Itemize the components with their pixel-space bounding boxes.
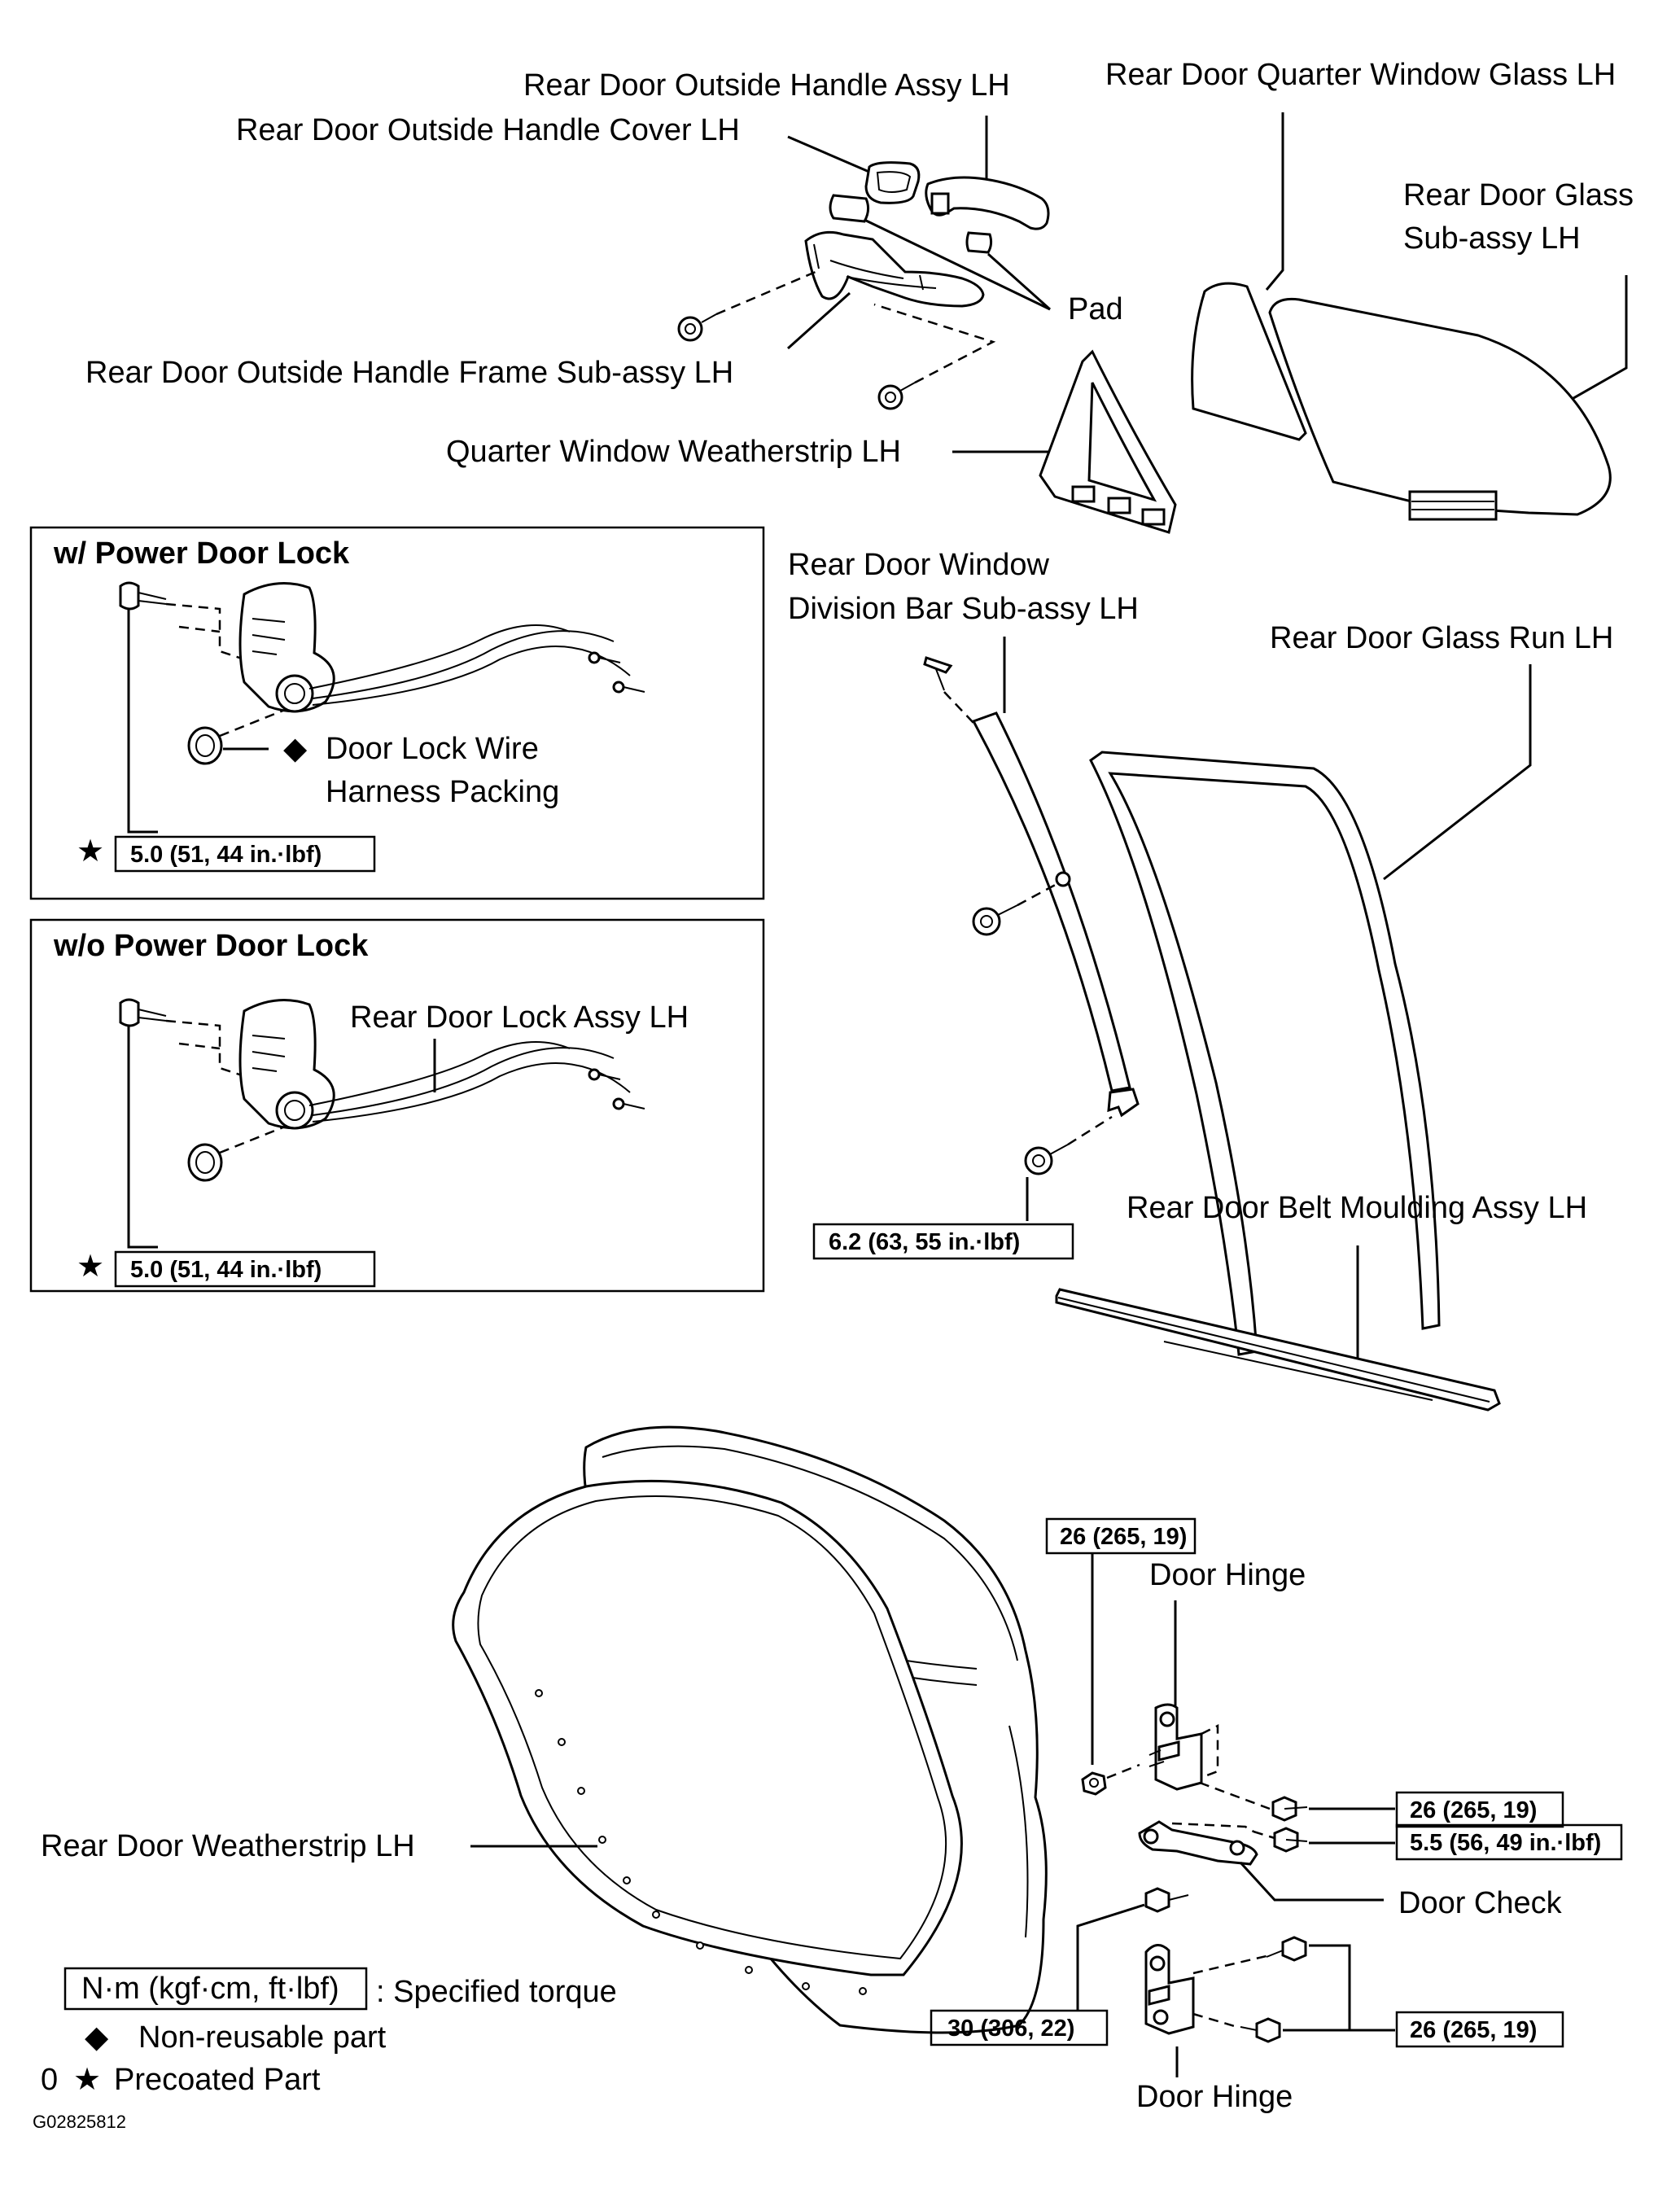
lock-screw-no-power <box>119 998 167 1027</box>
outside-handle-group: Rear Door Outside Handle Assy LH Rear Do… <box>85 68 1123 410</box>
power-lock-title: w/ Power Door Lock <box>53 536 350 571</box>
precoat-star-power: ★ <box>77 834 104 869</box>
legend: N·m (kgf·cm, ft·lbf) : Specified torque … <box>33 1967 617 2132</box>
hinge-lower-bolt-2 <box>1240 2017 1281 2043</box>
label-quarter-window-glass: Rear Door Quarter Window Glass LH <box>1105 58 1616 92</box>
glass-run-part <box>1089 751 1441 1356</box>
handle-cover-part <box>864 161 921 204</box>
door-group: Rear Door Weatherstrip LH <box>41 1425 1048 2034</box>
no-power-lock-frame <box>29 918 765 1293</box>
legend-unit-box-text: N·m (kgf·cm, ft·lbf) <box>81 1972 339 2006</box>
label-belt-moulding: Rear Door Belt Moulding Assy LH <box>1127 1191 1587 1225</box>
legend-star: ★ <box>73 2063 101 2097</box>
label-wire-packing-line2: Harness Packing <box>326 775 559 809</box>
division-bar-group: Rear Door Window Division Bar Sub-assy L… <box>788 548 1140 1260</box>
wire-harness-packing <box>187 726 223 765</box>
label-door-glass-line2: Sub-assy LH <box>1403 221 1581 256</box>
torque-hinge-lower: 26 (265, 19) <box>1410 2017 1537 2043</box>
handle-frame-bolt-2 <box>877 382 916 410</box>
label-door-weatherstrip: Rear Door Weatherstrip LH <box>41 1829 415 1863</box>
label-glass-run: Rear Door Glass Run LH <box>1270 621 1613 655</box>
torque-box-hinge-lower <box>1395 2011 1564 2048</box>
torque-box-lock-power <box>114 835 376 873</box>
no-power-lock-box: w/o Power Door Lock Rear Door Lock Assy … <box>29 918 765 1293</box>
door-glass-part <box>1268 297 1612 516</box>
door-check-bolt <box>1273 1827 1308 1853</box>
handle-frame-part <box>804 230 985 308</box>
label-door-hinge-lower: Door Hinge <box>1136 2080 1293 2114</box>
division-bar-bolt-bottom <box>1024 1144 1069 1175</box>
division-bar-screw <box>923 656 953 691</box>
torque-door-check: 5.5 (56, 49 in.·lbf) <box>1410 1830 1601 1856</box>
plug-no-power <box>187 1143 223 1182</box>
label-outside-handle-assy: Rear Door Outside Handle Assy LH <box>523 68 1010 103</box>
torque-box-lock-no-power <box>114 1250 376 1288</box>
legend-precoated: Precoated Part <box>114 2063 321 2097</box>
torque-box-hinge-nut <box>1045 1517 1197 1555</box>
belt-moulding-part <box>1055 1288 1501 1412</box>
pad-rear <box>965 231 993 254</box>
door-lock-assy-no-power <box>238 999 335 1130</box>
torque-box-body-bolt <box>930 2009 1109 2046</box>
power-lock-frame <box>29 526 765 900</box>
no-power-lock-title: w/o Power Door Lock <box>53 929 369 963</box>
glass-run-group: Rear Door Glass Run LH <box>1089 621 1613 1356</box>
legend-nonreusable: Non-reusable part <box>138 2020 387 2055</box>
hinge-upper-bolt <box>1271 1796 1308 1822</box>
body-bolt <box>1144 1887 1189 1913</box>
hinge-nut <box>1081 1771 1107 1796</box>
glass-channel <box>1408 490 1498 521</box>
division-bar-part <box>971 711 1131 1092</box>
handle-frame-bolt-1 <box>677 313 717 342</box>
label-quarter-weatherstrip: Quarter Window Weatherstrip LH <box>446 435 901 469</box>
label-division-bar-line2: Division Bar Sub-assy LH <box>788 592 1139 626</box>
legend-unit-box <box>63 1967 368 2011</box>
hinge-group: 26 (265, 19) Door Hinge 26 (265, 19) <box>930 1517 1623 2114</box>
torque-lock-power: 5.0 (51, 44 in.·lbf) <box>130 842 322 868</box>
door-weatherstrip-part <box>452 1479 963 1976</box>
quarter-window-glass-part <box>1191 282 1307 441</box>
label-door-glass-line1: Rear Door Glass <box>1403 178 1634 212</box>
torque-box-door-check <box>1395 1823 1623 1861</box>
legend-diamond: ◆ <box>85 2020 109 2055</box>
label-wire-packing-line1: Door Lock Wire <box>326 732 539 766</box>
label-outside-handle-cover: Rear Door Outside Handle Cover LH <box>236 113 740 147</box>
torque-body-bolt: 30 (306, 22) <box>947 2016 1074 2042</box>
label-pad: Pad <box>1068 292 1123 326</box>
figure-code: G02825812 <box>33 2112 126 2132</box>
label-door-hinge-upper: Door Hinge <box>1149 1558 1306 1592</box>
torque-box-division-bar <box>812 1223 1074 1260</box>
glass-group: Rear Door Quarter Window Glass LH Rear D… <box>446 58 1634 534</box>
torque-hinge-upper: 26 (265, 19) <box>1410 1797 1537 1823</box>
door-lock-assy-power <box>238 582 335 713</box>
label-division-bar-line1: Rear Door Window <box>788 548 1050 582</box>
label-lock-assy: Rear Door Lock Assy LH <box>350 1000 689 1035</box>
division-bar-bolt-mid <box>972 904 1018 936</box>
lock-screw-power <box>119 581 167 611</box>
label-handle-frame: Rear Door Outside Handle Frame Sub-assy … <box>85 356 733 390</box>
pad-front <box>829 194 870 223</box>
legend-unit-text: : Specified torque <box>376 1975 617 2009</box>
leader-handle-cover <box>787 135 872 174</box>
hinge-lower-bolt-1 <box>1266 1936 1307 1962</box>
label-door-check: Door Check <box>1398 1886 1563 1920</box>
precoat-star-no-power: ★ <box>77 1250 104 1284</box>
torque-division-bar: 6.2 (63, 55 in.·lbf) <box>829 1229 1020 1255</box>
belt-moulding-group: Rear Door Belt Moulding Assy LH <box>1055 1191 1587 1412</box>
torque-hinge-nut: 26 (265, 19) <box>1060 1524 1187 1550</box>
torque-lock-no-power: 5.0 (51, 44 in.·lbf) <box>130 1257 322 1283</box>
power-lock-box: w/ Power Door Lock ◆ Door Lock Wire Ha <box>29 526 765 900</box>
packing-diamond: ◆ <box>283 732 308 766</box>
torque-box-hinge-upper <box>1395 1791 1564 1828</box>
legend-precoat-prefix: 0 <box>41 2063 58 2097</box>
